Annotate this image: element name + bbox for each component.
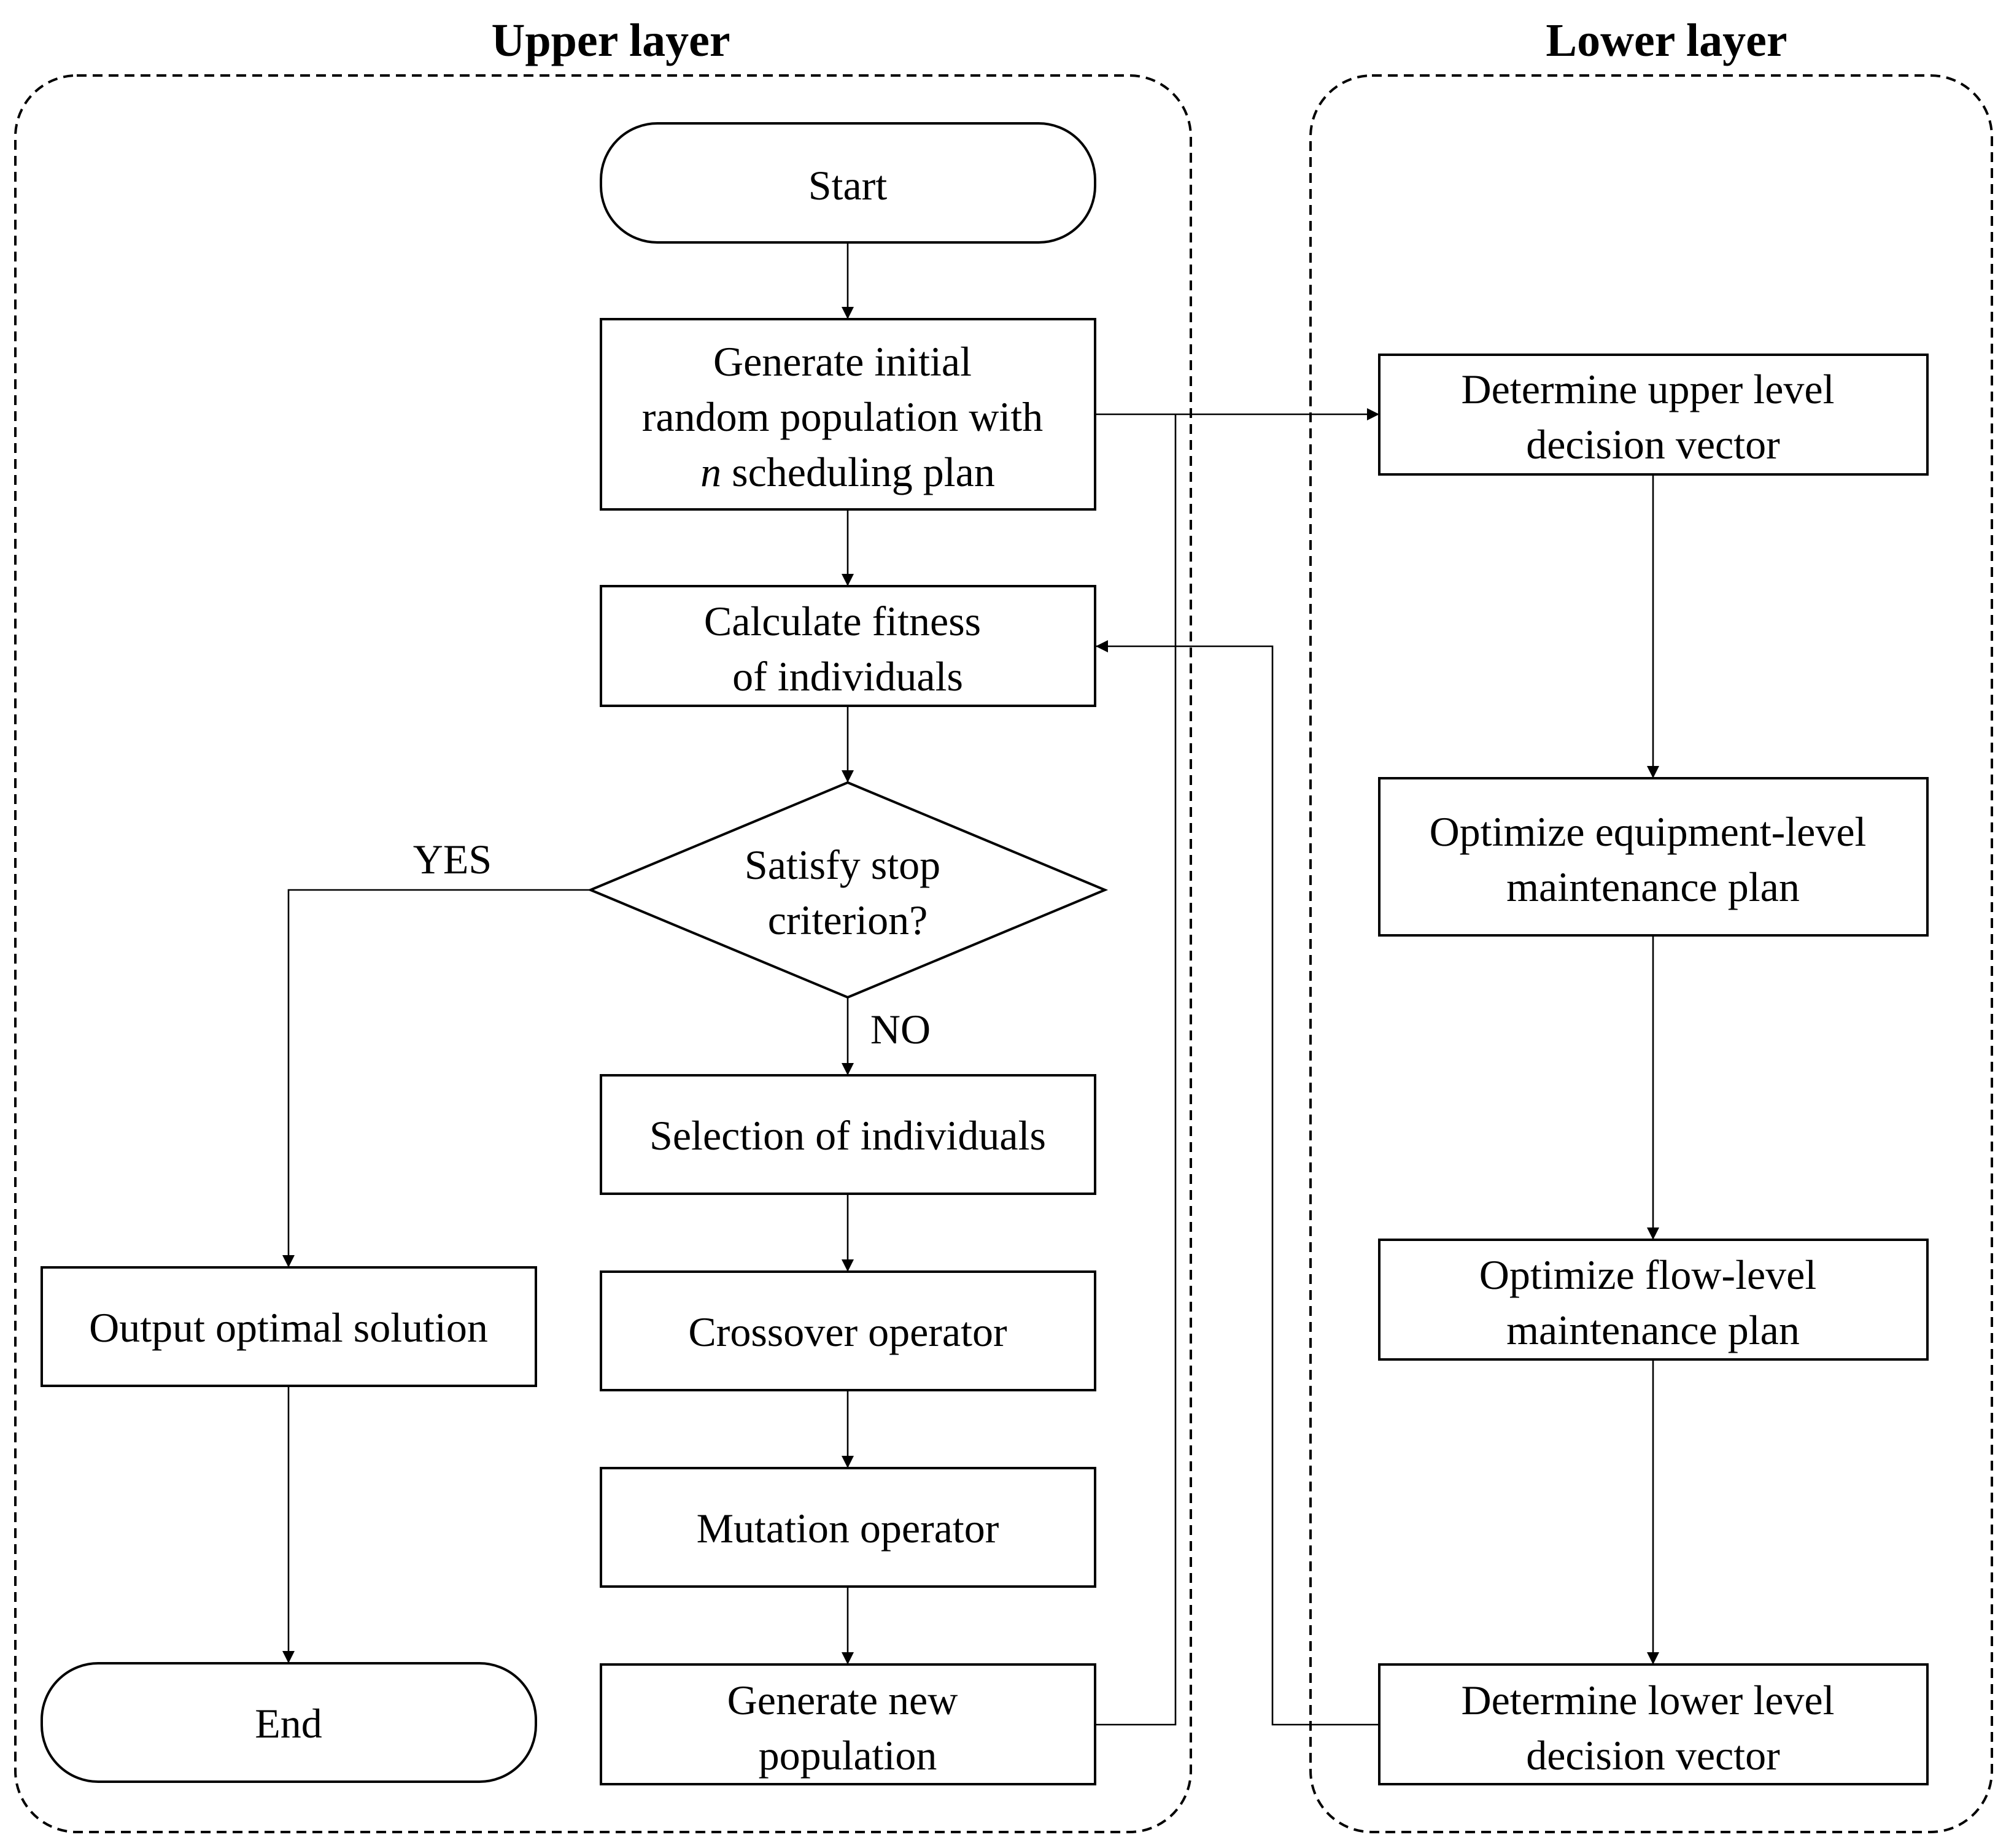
- determine-upper-decision-label: Determine upper level decision vector: [1462, 366, 1845, 468]
- stop-criterion-label: Satisfy stop criterion?: [745, 841, 951, 943]
- optimize-equipment-label: Optimize equipment-level maintenance pla…: [1430, 808, 1877, 910]
- generate-initial-population-label: Generate initial random population with …: [642, 338, 1053, 495]
- upper-layer-title: Upper layer: [491, 15, 730, 66]
- edge-generate-new-loop: [1096, 414, 1177, 1726]
- generate-new-population-label: Generate new population: [727, 1677, 969, 1779]
- edge-decision-yes-to-output: [282, 889, 591, 1267]
- determine-upper-decision-node: Determine upper level decision vector: [1378, 354, 1929, 476]
- stop-criterion-decision: Satisfy stop criterion?: [587, 781, 1109, 999]
- optimize-flow-node: Optimize flow-level maintenance plan: [1378, 1239, 1929, 1361]
- mutation-label: Mutation operator: [697, 1505, 999, 1552]
- selection-node: Selection of individuals: [600, 1074, 1096, 1195]
- calculate-fitness-node: Calculate fitness of individuals: [600, 585, 1096, 707]
- start-node-label: Start: [808, 162, 888, 209]
- selection-label: Selection of individuals: [649, 1112, 1046, 1159]
- determine-lower-decision-label: Determine lower level decision vector: [1462, 1677, 1845, 1779]
- crossover-label: Crossover operator: [688, 1309, 1007, 1355]
- lower-layer-title: Lower layer: [1546, 15, 1787, 66]
- calculate-fitness-label: Calculate fitness of individuals: [704, 598, 991, 700]
- optimize-equipment-node: Optimize equipment-level maintenance pla…: [1378, 777, 1929, 937]
- edge-determine-lower-to-fitness: [1096, 640, 1379, 1726]
- crossover-node: Crossover operator: [600, 1270, 1096, 1391]
- determine-lower-decision-node: Determine lower level decision vector: [1378, 1663, 1929, 1785]
- output-solution-label: Output optimal solution: [89, 1304, 488, 1351]
- end-node-label: End: [255, 1700, 322, 1747]
- mutation-node: Mutation operator: [600, 1467, 1096, 1588]
- output-solution-node: Output optimal solution: [41, 1266, 537, 1387]
- generate-new-population-node: Generate new population: [600, 1663, 1096, 1785]
- start-node: Start: [600, 122, 1096, 244]
- optimize-flow-label: Optimize flow-level maintenance plan: [1479, 1251, 1827, 1353]
- no-label: NO: [870, 1006, 931, 1053]
- end-node: End: [41, 1662, 537, 1783]
- lower-layer-group: [1309, 74, 1993, 1833]
- yes-label: YES: [413, 836, 492, 883]
- upper-layer-group: [14, 74, 1192, 1833]
- generate-initial-population-node: Generate initial random population with …: [600, 318, 1096, 511]
